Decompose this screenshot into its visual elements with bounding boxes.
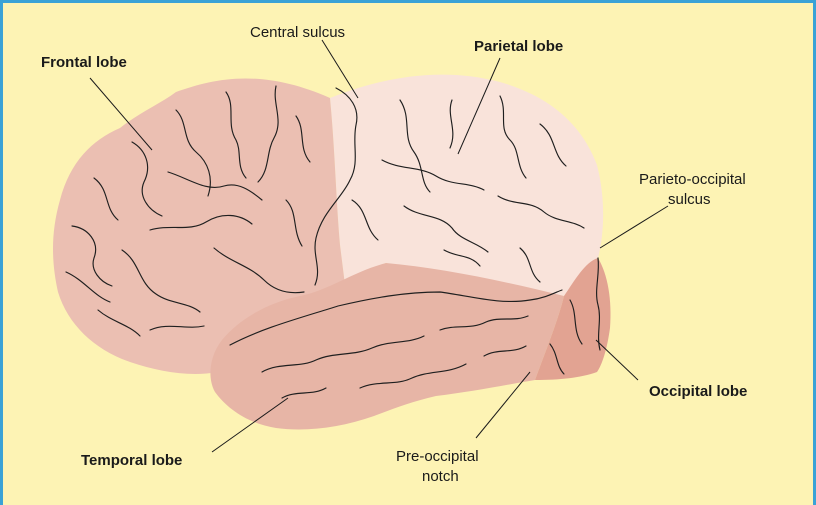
pre-occipital-label-line2: notch: [422, 468, 459, 485]
parieto-occipital-label-line2: sulcus: [668, 191, 711, 208]
parieto-occipital-label-line1: Parieto-occipital: [639, 171, 746, 188]
frontal-lobe-label: Frontal lobe: [41, 54, 127, 71]
pre-occipital-label-line1: Pre-occipital: [396, 448, 479, 465]
central-sulcus-label: Central sulcus: [250, 24, 345, 41]
parietal-lobe-label: Parietal lobe: [474, 38, 563, 55]
occipital-lobe-label: Occipital lobe: [649, 383, 747, 400]
temporal-lobe-label: Temporal lobe: [81, 452, 182, 469]
